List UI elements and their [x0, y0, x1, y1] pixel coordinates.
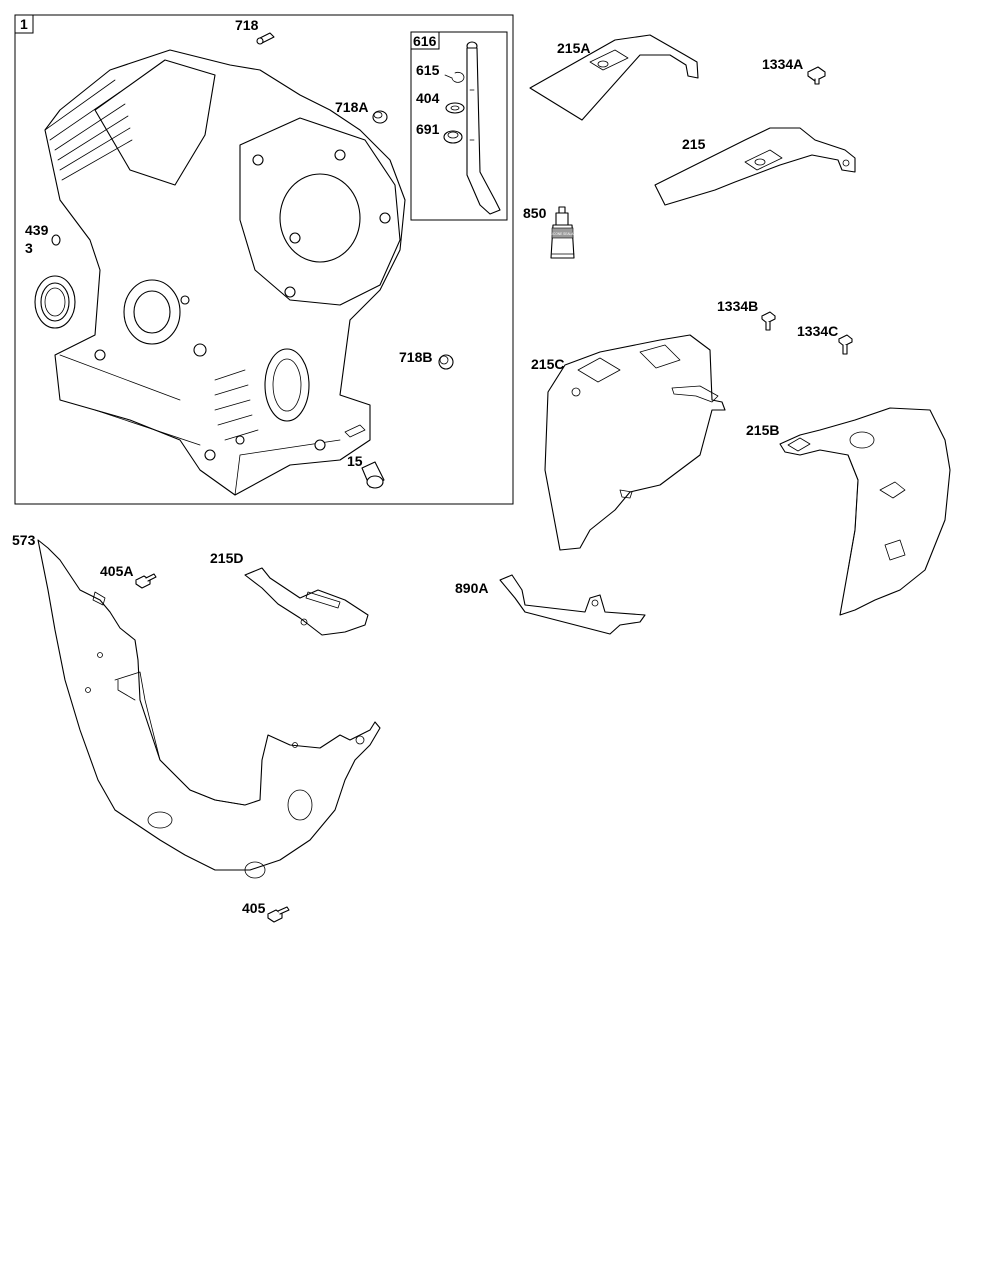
shroud-215a[interactable] — [529, 34, 699, 121]
screw-1334a[interactable] — [807, 66, 826, 85]
group-1-box — [14, 14, 34, 34]
callout-1334a: 1334A — [762, 56, 803, 72]
callout-850: 850 — [523, 205, 547, 221]
shroud-215c[interactable] — [544, 334, 726, 551]
callout-15: 15 — [347, 453, 363, 469]
plug-718b[interactable] — [438, 354, 454, 370]
dipstick-tube[interactable] — [466, 41, 501, 215]
callout-718: 718 — [235, 17, 259, 33]
oil-seal-3[interactable] — [34, 275, 76, 329]
bracket-890a[interactable] — [499, 574, 646, 635]
callout-215d: 215D — [210, 550, 243, 566]
callout-718a: 718A — [335, 99, 368, 115]
shroud-215[interactable] — [654, 127, 856, 206]
engine-block-group-frame — [14, 14, 514, 505]
screw-1334c[interactable] — [838, 334, 853, 355]
callout-215c: 215C — [531, 356, 564, 372]
bushing-15[interactable] — [361, 461, 385, 489]
callout-1334b: 1334B — [717, 298, 758, 314]
callout-3: 3 — [25, 240, 33, 256]
callout-215b: 215B — [746, 422, 779, 438]
washer-439[interactable] — [51, 234, 61, 246]
callout-718b: 718B — [399, 349, 432, 365]
seal-691[interactable] — [443, 130, 463, 144]
group-616-label: 616 — [413, 33, 437, 49]
shroud-215d[interactable] — [244, 567, 369, 636]
clip-615[interactable] — [444, 72, 465, 83]
callout-1334c: 1334C — [797, 323, 838, 339]
callout-215a: 215A — [557, 40, 590, 56]
callout-405: 405 — [242, 900, 266, 916]
sealant-tube-text: SILICONE SEALANT — [547, 232, 577, 236]
dipstick-kit-frame — [410, 31, 508, 221]
engine-crankcase[interactable] — [44, 49, 406, 496]
callout-615: 615 — [416, 62, 440, 78]
washer-404[interactable] — [445, 102, 465, 114]
plug-718a[interactable] — [372, 110, 388, 124]
callout-404: 404 — [416, 90, 440, 106]
sealant-tube-850[interactable]: SILICONE SEALANT — [547, 206, 578, 259]
screw-1334b[interactable] — [761, 311, 776, 331]
group-1-label: 1 — [20, 16, 28, 32]
callout-691: 691 — [416, 121, 440, 137]
dowel-pin-718[interactable] — [256, 32, 275, 45]
group-616-box — [410, 31, 440, 50]
screw-405a[interactable] — [135, 573, 157, 589]
callout-573: 573 — [12, 532, 36, 548]
baffle-573[interactable] — [37, 539, 381, 879]
callout-215: 215 — [682, 136, 706, 152]
callout-439: 439 — [25, 222, 49, 238]
screw-405[interactable] — [267, 906, 290, 923]
callout-405a: 405A — [100, 563, 133, 579]
callout-890a: 890A — [455, 580, 488, 596]
shroud-215b[interactable] — [779, 407, 951, 616]
